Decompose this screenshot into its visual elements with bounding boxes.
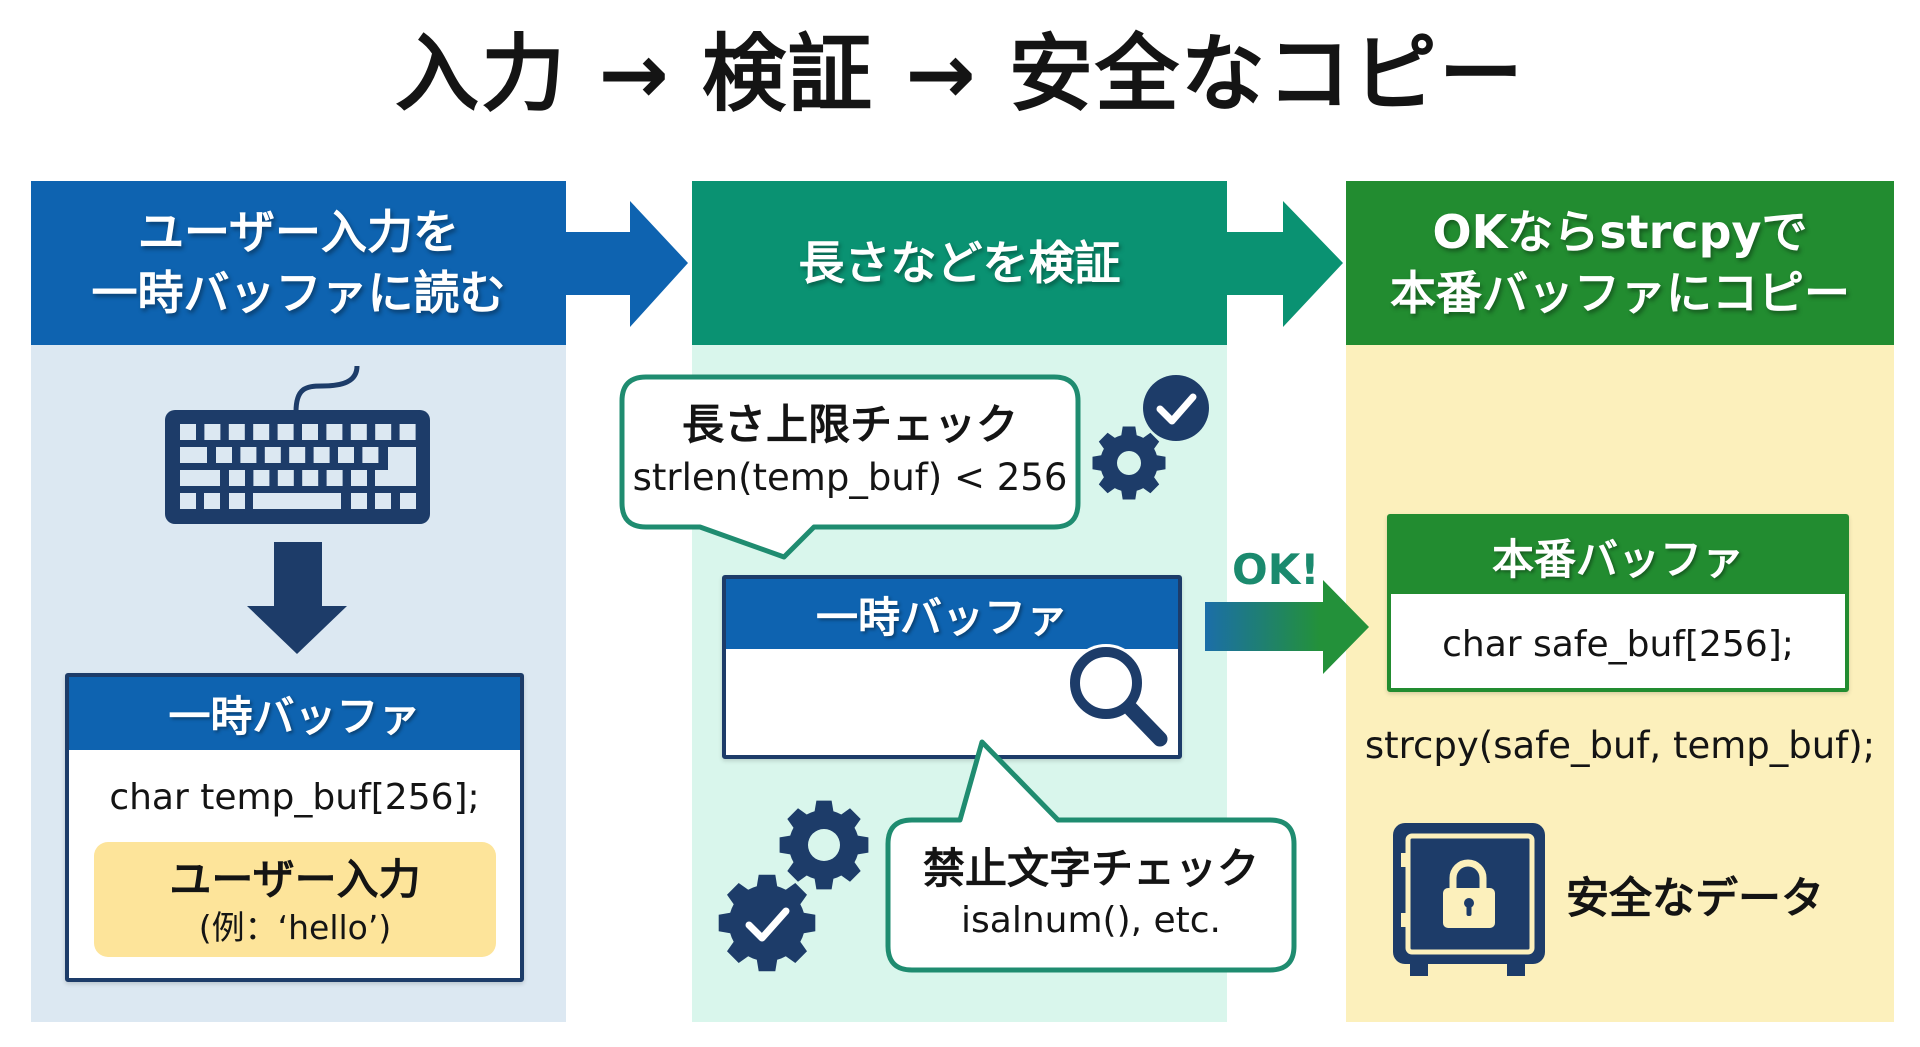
production-buffer-declaration: char safe_buf[256];	[1442, 624, 1794, 665]
temp-buffer-check-header: 一時バッファ	[726, 579, 1178, 649]
char-check-title: 禁止文字チェック	[922, 844, 1259, 893]
step-3-header-line-2: 本番バッファにコピー	[1390, 266, 1850, 320]
temp-buffer-declaration: char temp_buf[256];	[109, 777, 480, 818]
step-3-header-line-1: OKならstrcpyで	[1432, 205, 1808, 259]
step-2-header: 長さなどを検証	[692, 181, 1227, 345]
production-buffer-header: 本番バッファ	[1391, 518, 1845, 594]
char-check-code: isalnum(), etc.	[961, 900, 1221, 941]
user-input-label: ユーザー入力	[169, 855, 421, 904]
step-1-header-line-1: ユーザー入力を	[137, 205, 460, 259]
production-buffer-box: 本番バッファ char safe_buf[256];	[1387, 514, 1849, 692]
user-input-example: (例：‘hello’)	[198, 908, 392, 947]
step-1-header-line-2: 一時バッファに読む	[91, 266, 506, 320]
length-check-title: 長さ上限チェック	[681, 400, 1018, 449]
safe-data-label: 安全なデータ	[1566, 874, 1824, 924]
temp-buffer-box: 一時バッファ char temp_buf[256]; ユーザー入力 (例：‘he…	[65, 673, 524, 982]
user-input-highlight: ユーザー入力 (例：‘hello’)	[94, 842, 496, 957]
ok-label: OK!	[1232, 545, 1320, 594]
step-3-header: OKならstrcpyで 本番バッファにコピー	[1346, 181, 1894, 345]
strcpy-code: strcpy(safe_buf, temp_buf);	[1364, 724, 1876, 767]
page-title: 入力 → 検証 → 安全なコピー	[395, 25, 1525, 123]
step-1-header: ユーザー入力を 一時バッファに読む	[31, 181, 566, 345]
temp-buffer-header: 一時バッファ	[69, 677, 520, 750]
temp-buffer-check-title: 一時バッファ	[815, 592, 1068, 642]
temp-buffer-title: 一時バッファ	[168, 692, 421, 741]
production-buffer-title: 本番バッファ	[1491, 534, 1744, 584]
flow-arrow-2-icon	[1220, 201, 1343, 327]
flow-arrow-1-icon	[560, 201, 688, 327]
step-2-header-text: 長さなどを検証	[798, 235, 1121, 290]
length-check-code: strlen(temp_buf) < 256	[632, 456, 1068, 499]
temp-buffer-check-box: 一時バッファ	[722, 575, 1182, 759]
